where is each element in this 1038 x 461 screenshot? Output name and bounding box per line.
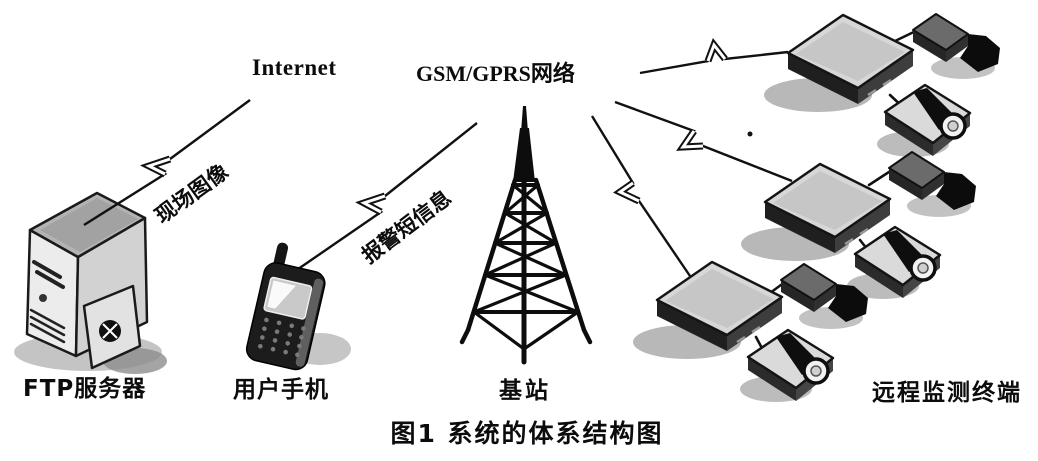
tower-top-column: [513, 128, 535, 182]
phone-keypad: [258, 317, 306, 358]
tower-right-foot: [581, 327, 593, 345]
phone-side-highlight: [295, 278, 324, 367]
tower-bars: [472, 183, 580, 314]
lightning-bolt-scene-image: [83, 99, 251, 227]
remote-terminals-label: 远程监测终端: [872, 380, 1022, 406]
lightning-bolt-terminal-middle: [614, 100, 793, 183]
ink-speck: [747, 131, 753, 137]
ftp-server-label: FTP服务器: [23, 376, 147, 402]
video-camera-icon: [888, 151, 977, 218]
base-station-tower-icon: [459, 106, 593, 365]
tower-cross-braces: [472, 183, 580, 351]
base-station-label: 基站: [499, 378, 551, 404]
tower-antenna-spike: [521, 106, 528, 132]
lightning-bolt-alarm-sms: [287, 122, 478, 277]
lightning-bolt-terminal-top: [639, 37, 789, 75]
internet-label: Internet: [252, 55, 337, 80]
remote-terminal-unit-1: [762, 13, 1001, 159]
server-vents-top: [32, 260, 65, 289]
user-phone-label: 用户手机: [233, 377, 329, 403]
video-camera-icon: [912, 13, 1001, 80]
tower-left-foot: [459, 327, 471, 345]
server-top-shading: [40, 198, 138, 252]
terminal-box-icon: [762, 13, 915, 114]
ftp-server-icon: [14, 191, 167, 374]
user-phone-icon: [245, 242, 351, 371]
video-camera-icon: [780, 263, 869, 330]
server-power-button: [39, 294, 47, 302]
gsm-gprs-network-label: GSM/GPRS网络: [416, 61, 575, 86]
box-camera-icon: [738, 328, 835, 404]
remote-terminal-unit-3: [631, 260, 869, 404]
server-vents-bottom: [29, 308, 66, 344]
box-camera-icon: [845, 225, 942, 301]
figure-caption: 图1 系统的体系结构图: [390, 419, 664, 448]
lightning-bolt-terminal-bottom: [590, 115, 691, 277]
server-lock-cross: [102, 323, 118, 339]
